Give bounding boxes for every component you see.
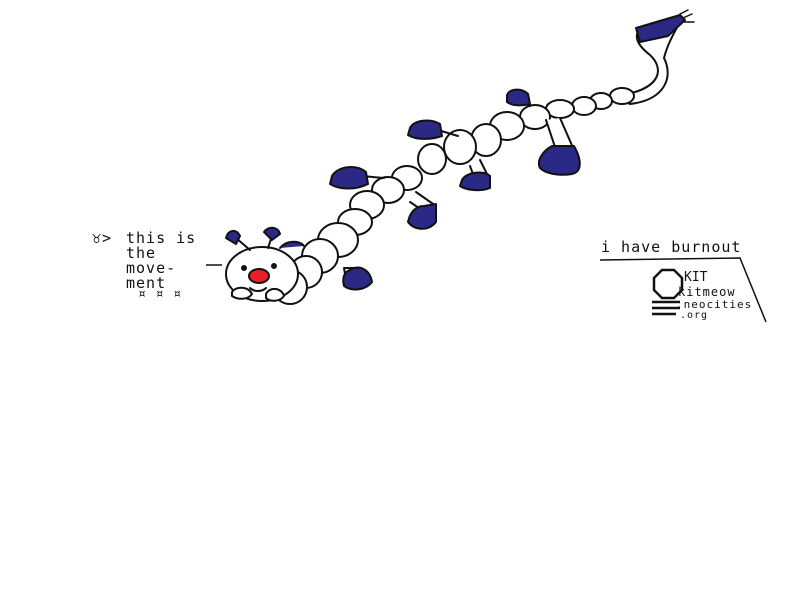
site-line-3: .org xyxy=(680,310,708,321)
body-segment xyxy=(609,87,635,105)
eye xyxy=(271,263,277,269)
kitmeow-logo: KIT xyxy=(652,268,708,316)
nose xyxy=(248,268,270,284)
tail xyxy=(611,9,695,105)
body-segment xyxy=(417,143,447,175)
caterpillar xyxy=(225,9,695,305)
logo-octagon xyxy=(652,268,684,300)
mouth xyxy=(249,287,267,292)
head xyxy=(225,226,305,302)
logo-mark-letters: KIT xyxy=(684,270,708,285)
body-segments xyxy=(272,87,635,305)
burnout-sign: i have burnout xyxy=(599,238,767,323)
kitmeow-site: kitmeow .neocities .org xyxy=(676,285,752,321)
leg xyxy=(342,266,373,291)
caption-prefix: ♉> xyxy=(92,229,112,247)
leg xyxy=(407,119,459,140)
caption-symbols: ¤ ¤ ¤ xyxy=(138,287,182,302)
caption-line-2: the xyxy=(126,244,156,262)
leg xyxy=(506,88,531,107)
caption: ♉> this is the move- ment ¤ ¤ ¤ xyxy=(92,229,222,302)
leg xyxy=(407,191,437,230)
sign-frame xyxy=(599,257,767,323)
legs xyxy=(329,88,581,291)
leg xyxy=(329,166,385,190)
site-line-1: kitmeow xyxy=(678,285,736,299)
body-segment xyxy=(443,129,477,165)
leg xyxy=(459,159,491,192)
caption-line-1: this is xyxy=(126,229,196,247)
caption-line-3: move- xyxy=(126,259,176,277)
leg xyxy=(538,117,581,176)
eye xyxy=(241,265,247,271)
sign-text: i have burnout xyxy=(601,238,741,256)
site-line-2: .neocities xyxy=(676,298,752,311)
caption-line-4: ment xyxy=(126,274,166,292)
body-segment xyxy=(571,96,597,116)
